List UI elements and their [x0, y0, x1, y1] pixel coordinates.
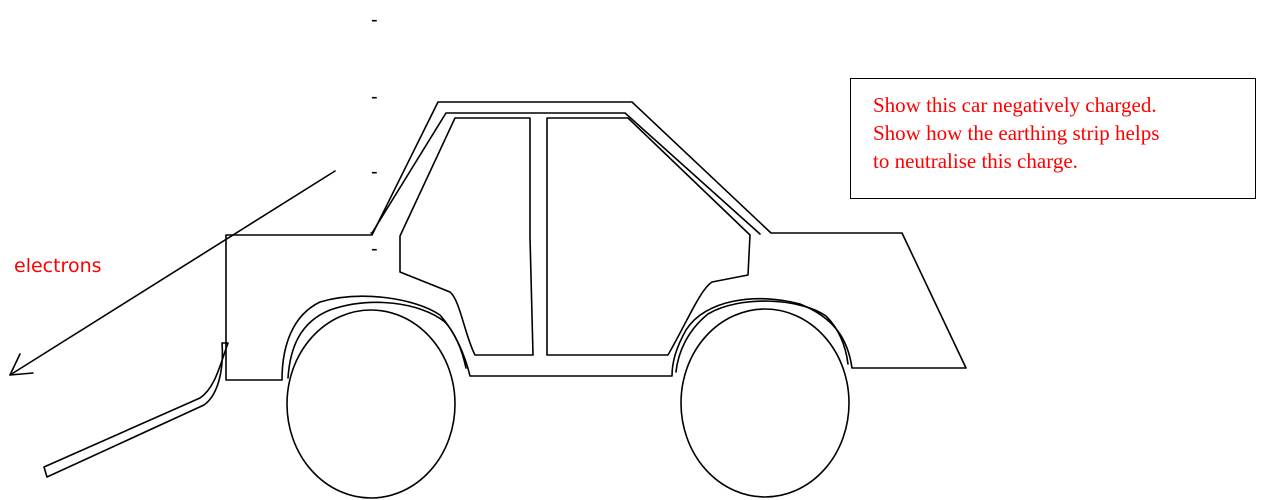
electrons-label: electrons	[14, 254, 102, 278]
front-arch-inner	[676, 301, 848, 372]
negative-charge-1: -	[371, 10, 378, 30]
instruction-line-1: Show this car negatively charged.	[873, 91, 1255, 119]
rear-wheel	[287, 310, 455, 498]
instruction-line-3: to neutralise this charge.	[873, 147, 1255, 175]
negative-charge-2: -	[371, 87, 378, 107]
rear-window	[400, 118, 533, 355]
instruction-line-2: Show how the earthing strip helps	[873, 119, 1255, 147]
negative-charge-4: -	[371, 239, 378, 259]
front-wheel	[681, 309, 849, 497]
front-window	[547, 118, 750, 355]
electrons-arrow-head	[10, 354, 33, 375]
negative-charge-3: -	[371, 162, 378, 182]
instruction-box: Show this car negatively charged. Show h…	[850, 78, 1256, 199]
earthing-strip	[44, 343, 228, 477]
